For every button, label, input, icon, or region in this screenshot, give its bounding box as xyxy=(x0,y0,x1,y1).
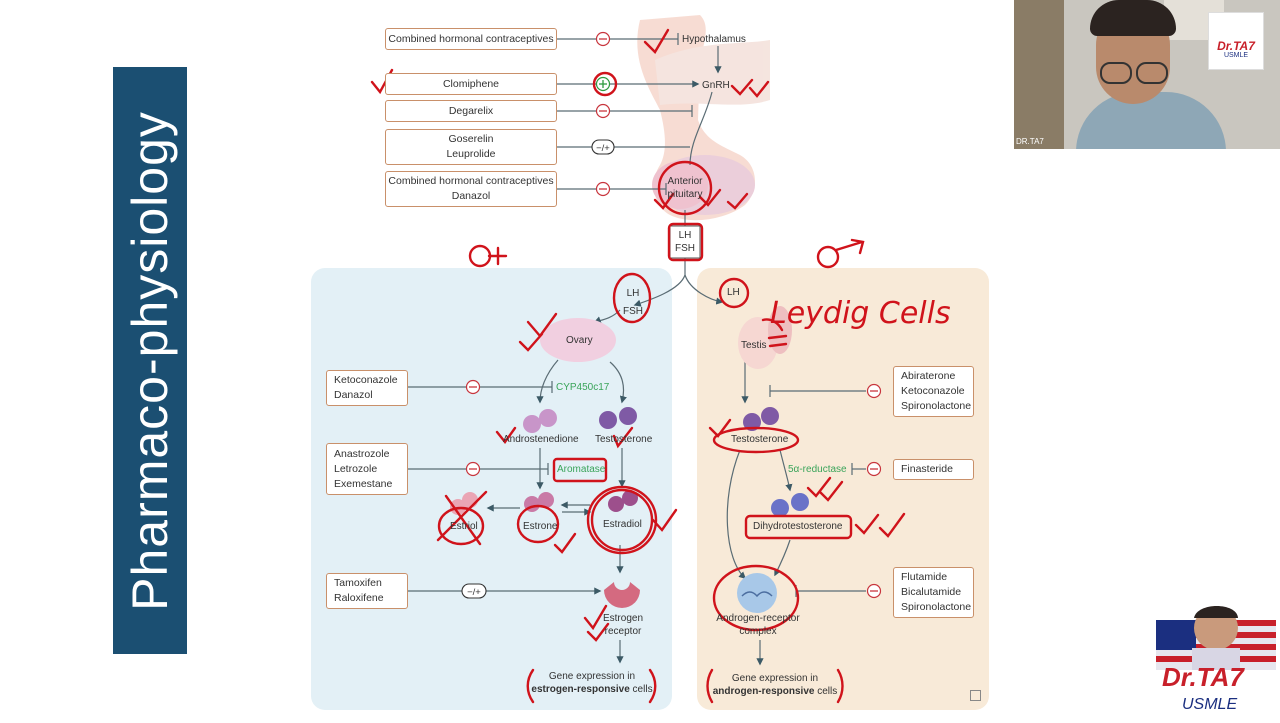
webcam-logo-sub: USMLE xyxy=(1223,52,1249,59)
testis-label: Testis xyxy=(741,340,767,351)
label-line: Gene expression in xyxy=(731,673,819,684)
drug-name: Combined hormonal contraceptives xyxy=(388,175,554,187)
label-suffix: cells xyxy=(629,684,653,695)
drug-name: Leuprolide xyxy=(446,148,496,160)
label-line: androgen-responsive cells xyxy=(710,685,840,698)
drug-name: Danazol xyxy=(451,190,491,202)
aromatase-label: Aromatase xyxy=(557,464,606,475)
estradiol-label: Estradiol xyxy=(603,519,642,530)
dht-label: Dihydrotestosterone xyxy=(753,521,843,532)
cyp450c17-label: CYP450c17 xyxy=(556,382,610,393)
female-lh-fsh-label: LH FSH xyxy=(620,285,646,321)
webcam-logo: Dr.TA7 USMLE xyxy=(1208,12,1264,70)
emphasis: estrogen-responsive xyxy=(531,684,630,695)
androgen-receptor-label: Androgen-receptor complex xyxy=(712,612,804,638)
label-line: Androgen-receptor xyxy=(716,613,800,624)
drug-box-aromatase-inhibitors: Anastrozole Letrozole Exemestane xyxy=(326,443,408,495)
label-line: FSH xyxy=(675,243,695,254)
drug-name: Exemestane xyxy=(334,477,393,490)
estrogen-gene-expression-label: Gene expression in estrogen-responsive c… xyxy=(530,670,654,696)
anterior-pituitary-label: Anterior pituitary xyxy=(664,175,706,201)
estrogen-receptor-label: Estrogen receptor xyxy=(598,612,648,638)
drug-name: Combined hormonal contraceptives xyxy=(388,32,554,45)
drug-name: Ketoconazole xyxy=(334,374,398,386)
drug-box-clomiphene: Clomiphene xyxy=(385,73,557,95)
female-testosterone-label: Testosterone xyxy=(595,434,653,445)
webcam-feed: Dr.TA7 USMLE DR.TA7 xyxy=(1014,0,1280,149)
webcam-label: DR.TA7 xyxy=(1016,137,1044,146)
label-line: FSH xyxy=(623,306,643,317)
label-line: LH xyxy=(626,288,640,299)
webcam-logo-text: Dr.TA7 xyxy=(1217,39,1255,53)
androstenedione-label: Androstenedione xyxy=(503,434,579,445)
drug-name: Abiraterone xyxy=(901,370,956,382)
drug-name: Flutamide xyxy=(901,571,948,583)
label-line: complex xyxy=(739,626,777,637)
androgen-gene-expression-label: Gene expression in androgen-responsive c… xyxy=(710,672,840,698)
label-line: LH xyxy=(678,230,692,241)
drug-box-degarelix: Degarelix xyxy=(385,100,557,122)
label-line: Gene expression in xyxy=(548,671,636,682)
drug-name: Clomiphene xyxy=(442,77,500,90)
drug-name: Bicalutamide xyxy=(901,586,962,598)
lh-fsh-label: LH FSH xyxy=(670,229,700,255)
hypothalamus-label: Hypothalamus xyxy=(682,34,746,45)
molecules xyxy=(450,407,809,613)
drug-box-abiraterone-group: Abiraterone Ketoconazole Spironolactone xyxy=(893,366,974,417)
drug-name: Anastrozole xyxy=(334,447,390,460)
drug-box-ketoconazole-danazol: Ketoconazole Danazol xyxy=(326,370,408,406)
drug-box-antiandrogens: Flutamide Bicalutamide Spironolactone xyxy=(893,567,974,618)
drug-name: Goserelin xyxy=(448,133,494,145)
drug-box-combined-contraceptives: Combined hormonal contraceptives xyxy=(385,28,557,50)
svg-text:−/+: −/+ xyxy=(467,587,481,598)
estriol-label: Estriol xyxy=(450,521,478,532)
estrone-label: Estrone xyxy=(523,521,558,532)
sidebar-title: Pharmaco-physiology xyxy=(113,67,187,654)
label-line: receptor xyxy=(604,626,642,637)
male-lh-label: LH xyxy=(727,287,740,298)
label-suffix: cells xyxy=(814,686,838,697)
drug-name: Spironolactone xyxy=(901,400,972,412)
drug-name: Raloxifene xyxy=(334,592,384,604)
brand-name: Dr.TA7 xyxy=(1162,662,1244,692)
ink-annotations xyxy=(370,28,906,704)
emphasis: androgen-responsive xyxy=(712,686,815,697)
drug-box-goserelin-leuprolide: Goserelin Leuprolide xyxy=(385,129,557,165)
5a-reductase-label: 5α-reductase xyxy=(788,464,847,475)
drug-name: Spironolactone xyxy=(901,601,972,613)
leydig-cells-annotation: Leydig Cells xyxy=(770,296,951,331)
label-line: pituitary xyxy=(667,189,703,200)
drug-box-contraceptives-danazol: Combined hormonal contraceptives Danazol xyxy=(385,171,557,207)
svg-text:−/+: −/+ xyxy=(596,143,610,154)
drug-box-serms: Tamoxifen Raloxifene xyxy=(326,573,408,609)
drug-name: Ketoconazole xyxy=(901,385,965,397)
drug-name: Degarelix xyxy=(448,104,494,117)
drug-name: Danazol xyxy=(334,389,373,401)
label-line: Anterior xyxy=(667,176,703,187)
ovary-label: Ovary xyxy=(566,335,593,346)
ovary-shape xyxy=(540,318,616,362)
male-testosterone-label: Testosterone xyxy=(731,434,789,445)
label-line: estrogen-responsive cells xyxy=(530,683,654,696)
drug-name: Finasteride xyxy=(901,463,953,475)
gnrh-label: GnRH xyxy=(702,80,730,91)
brand-sub: USMLE xyxy=(1182,696,1238,713)
drug-name: Tamoxifen xyxy=(334,577,382,589)
flag-graphic xyxy=(1156,606,1276,670)
label-line: Estrogen xyxy=(602,613,644,624)
drug-box-finasteride: Finasteride xyxy=(893,459,974,480)
drug-name: Letrozole xyxy=(334,462,378,475)
brand-logo: Dr.TA7 USMLE xyxy=(1152,600,1280,718)
corner-mark-icon xyxy=(970,690,981,701)
